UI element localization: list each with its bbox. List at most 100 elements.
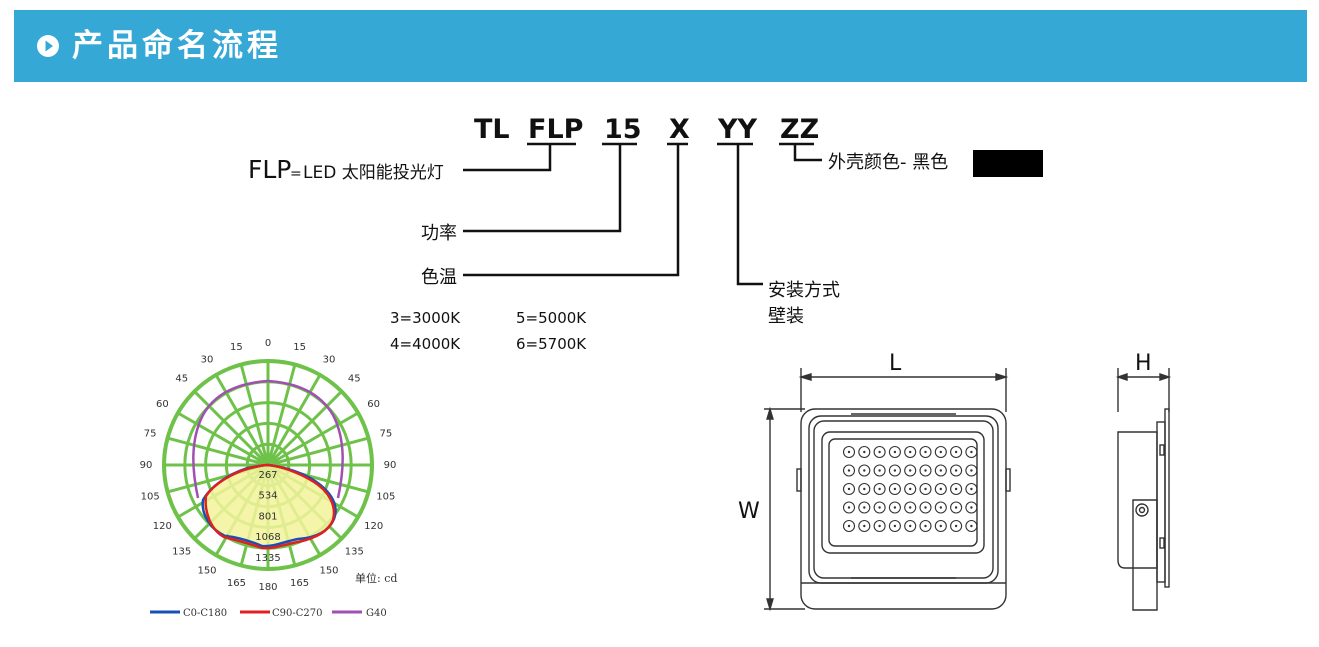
angle-tick-label: 15 [293,342,306,353]
led-dot [909,524,912,528]
led-dot [924,469,927,472]
led-cell [919,482,932,496]
angle-tick-label: 180 [258,582,277,593]
led-cell [873,482,886,496]
led-dot [909,487,912,491]
led-cell [950,501,963,514]
polar-spoke [266,364,297,466]
code-segment-housing: ZZ [780,114,819,145]
led-dot [893,450,897,454]
angle-tick-label: 90 [140,460,153,471]
led-cell [858,482,871,496]
led-dot [954,506,958,509]
led-cell [888,519,901,533]
led-dot [863,506,866,509]
led-dot [847,450,851,454]
led-cell [934,501,947,514]
led-dot [970,487,973,491]
angle-tick-label: 90 [384,460,397,471]
led-cell [842,464,856,477]
code-segment-flp: FLP [528,114,583,145]
led-cell [965,482,978,496]
led-cell [919,519,932,533]
ct-option-3: 3=3000K [390,309,461,327]
angle-tick-label: 120 [153,521,172,532]
led-dot [893,506,897,509]
led-dot [954,524,958,528]
code-segment-power: 15 [604,114,642,145]
led-dot [970,469,973,472]
led-dot [893,487,897,491]
flp-prefix: FLP [248,155,291,184]
led-cell [858,445,871,459]
led-dot [970,506,973,509]
led-cell [934,445,947,459]
led-dot [893,524,897,528]
led-dot [924,487,927,491]
led-dot [847,487,851,491]
led-dot [893,469,897,472]
led-dot [863,469,866,472]
led-cell [873,464,886,477]
led-dot [878,450,881,454]
angle-tick-label: 0 [265,338,271,349]
radial-tick-label: 267 [258,470,277,481]
housing-color-swatch [973,150,1043,177]
led-cell [842,445,856,459]
led-cell [934,519,947,533]
color-temp-label: 色温 [421,267,457,288]
front-view-drawing [764,368,1011,612]
led-cell [904,519,917,533]
led-cell [950,464,963,477]
led-cell [858,464,871,477]
led-dot [954,469,958,472]
code-segment-mounting: YY [717,114,758,145]
led-cell [842,482,856,496]
led-cell [858,519,871,533]
led-dot [939,506,942,509]
polar-spoke [167,436,269,467]
led-cell [919,464,932,477]
led-dot [939,487,942,491]
radial-tick-label: 534 [258,491,277,502]
led-cell [888,501,901,514]
led-dot [939,524,942,528]
curve-c90-c270 [204,463,336,550]
dim-label-l: L [889,351,902,376]
polar-spoke [177,411,269,467]
mounting-value: 壁装 [768,306,804,327]
led-array [842,445,978,533]
led-cell [888,445,901,459]
radial-tick-label: 1335 [255,553,280,564]
led-dot [847,524,851,528]
polar-spoke [267,411,359,467]
led-dot [939,469,942,472]
side-view-drawing [1115,368,1172,611]
header-bar: 产品命名流程 [14,10,1307,82]
led-dot [954,487,958,491]
led-dot [878,487,881,491]
led-cell [842,501,856,514]
polar-spoke [266,374,322,466]
led-cell [965,519,978,533]
led-cell [873,519,886,533]
housing-label: 外壳颜色- 黑色 [828,152,948,173]
led-dot [878,469,881,472]
led-dot [847,506,851,509]
angle-tick-label: 75 [144,428,157,439]
ct-option-4: 4=4000K [390,335,461,353]
play-circle-icon [37,35,59,57]
angle-tick-label: 45 [175,374,188,385]
led-dot [878,506,881,509]
legend-c90-c270: C90-C270 [272,608,323,619]
polar-spoke [266,390,343,467]
angle-tick-label: 150 [197,566,216,577]
polar-spoke [267,436,369,467]
angle-tick-label: 45 [348,374,361,385]
led-cell [934,482,947,496]
radial-tick-label: 1068 [255,532,280,543]
led-cell [950,519,963,533]
led-cell [873,501,886,514]
angle-tick-label: 165 [227,578,246,589]
angle-tick-label: 120 [364,521,383,532]
